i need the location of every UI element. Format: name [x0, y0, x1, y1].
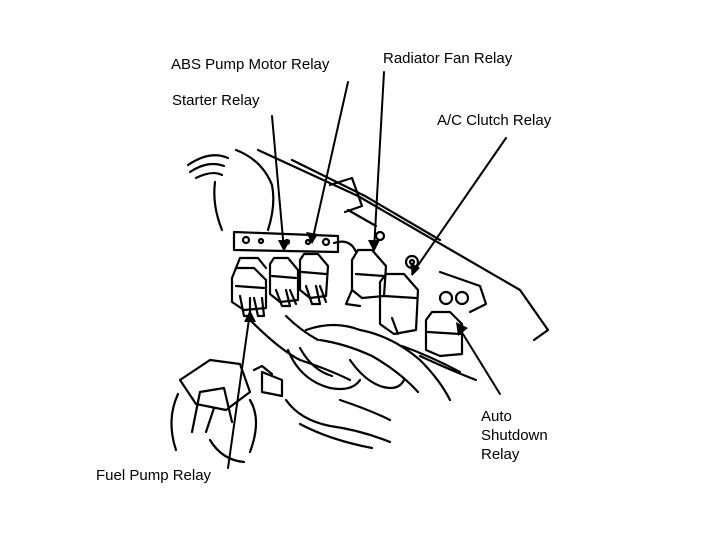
label-auto-shutdown-line3: Relay — [481, 446, 520, 463]
label-auto-shutdown-line2: Shutdown — [481, 427, 548, 444]
fender-outline — [186, 148, 550, 342]
leader-ac-clutch — [411, 137, 507, 275]
label-ac-clutch-relay: A/C Clutch Relay — [437, 112, 552, 129]
label-auto-shutdown-line1: Auto — [481, 408, 512, 425]
leader-abs-pump-motor — [311, 81, 349, 243]
label-starter-relay: Starter Relay — [172, 92, 260, 109]
label-abs-pump-motor-relay: ABS Pump Motor Relay — [171, 56, 330, 73]
relay-radiator-fan — [344, 230, 388, 308]
relay-starter — [268, 256, 300, 308]
leader-auto-shutdown — [457, 325, 501, 395]
connector-bundle — [170, 358, 392, 464]
leader-lines — [227, 71, 507, 469]
label-fuel-pump-relay: Fuel Pump Relay — [96, 467, 212, 484]
leader-radiator-fan — [373, 71, 385, 251]
leader-fuel-pump — [227, 311, 251, 469]
relay-bracket — [232, 230, 358, 254]
relay-abs-pump-motor — [298, 252, 330, 306]
relay-fuel-pump — [230, 256, 268, 318]
relay-auto-shutdown — [424, 270, 488, 358]
arrowheads — [244, 232, 468, 336]
wiring-harness — [248, 314, 478, 402]
leader-starter — [271, 115, 285, 251]
label-radiator-fan-relay: Radiator Fan Relay — [383, 50, 513, 67]
